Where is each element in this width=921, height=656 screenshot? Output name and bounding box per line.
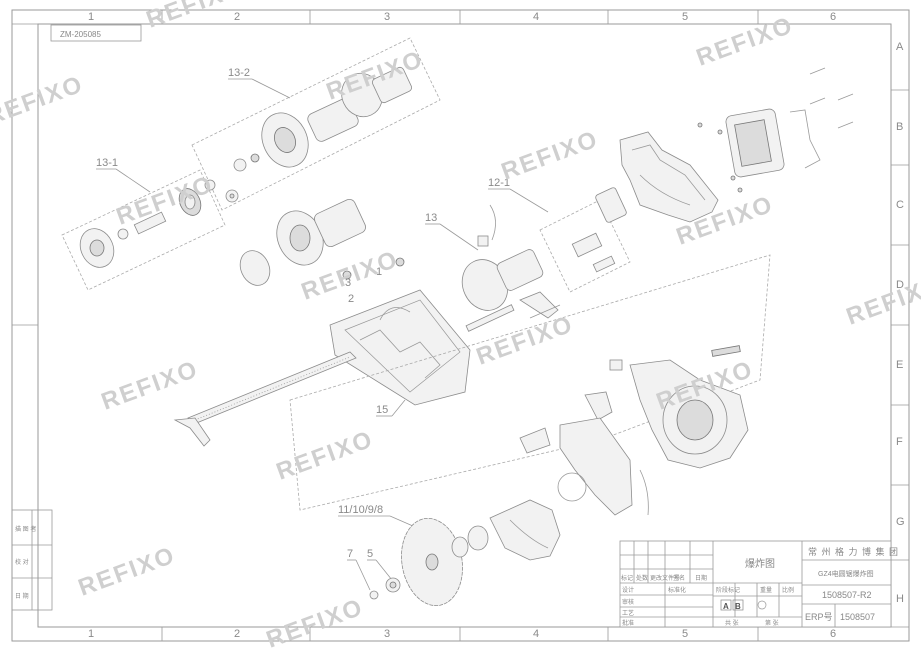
tb-row-label: 设计 (622, 586, 634, 594)
row-letter: E (896, 359, 903, 371)
tb-row-label: 日期 (695, 574, 707, 582)
handle-housing (619, 67, 854, 223)
group-13-1: 13-1 (61, 157, 226, 291)
col-num: 1 (88, 11, 94, 23)
part-label-11-10-9-8: 11/10/9/8 (338, 504, 383, 516)
row-letter: A (896, 41, 904, 53)
row-letter: H (896, 593, 904, 605)
row-letters: A B C D E F G H (896, 41, 905, 605)
tb-col-label: 重量 (760, 586, 772, 594)
group-15-base: 15 1 2 3 (329, 257, 471, 417)
tb-row-label: 更改文件号 (650, 574, 680, 582)
col-num: 5 (682, 628, 688, 640)
tb-row-label: 签名 (673, 574, 685, 582)
col-num: 6 (830, 11, 836, 23)
view-name: 爆炸图 (745, 558, 775, 570)
group-guard (289, 254, 771, 516)
sheet-number: 第 张 (765, 619, 779, 627)
part-label-7: 7 (347, 548, 353, 560)
doc-code-box (50, 24, 142, 42)
scale-mark-b: B (735, 602, 741, 611)
tb-row-label: 标准化 (668, 586, 686, 594)
watermark: REFIXO (75, 542, 179, 602)
row-letter: F (896, 436, 903, 448)
part-label-13-1: 13-1 (96, 157, 118, 169)
group-13-2: 13-2 (191, 37, 441, 211)
screws-top-right (697, 67, 854, 193)
watermark: REFIXO (0, 71, 87, 131)
drawing-number: 1508507-R2 (822, 590, 872, 600)
part-label-5: 5 (367, 548, 373, 560)
product-name: GZ4电圆锯爆炸图 (818, 569, 874, 578)
erp-number: 1508507 (840, 612, 875, 622)
tb-col-label: 阶段标记 (716, 586, 740, 594)
tb-row-label: 工艺 (622, 609, 634, 617)
projection-symbol (757, 600, 767, 610)
part-label-1: 1 (376, 266, 382, 278)
left-table-cell: 校 对 (15, 558, 29, 566)
left-table-cell: 日 期 (15, 592, 29, 600)
group-blade: 11/10/9/8 7 5 (338, 499, 561, 607)
col-num: 4 (533, 628, 539, 640)
col-num: 3 (384, 11, 390, 23)
group-12: 12-1 (477, 177, 631, 293)
outer-frame (11, 9, 910, 642)
tb-row-label: 标记 (621, 574, 633, 582)
row-letter: D (896, 279, 904, 291)
erp-label: ERP号 (805, 612, 833, 622)
part-label-12-1: 12-1 (488, 177, 510, 189)
scale-mark-a: A (723, 602, 729, 611)
col-num: 4 (533, 11, 539, 23)
watermark: REFIXO (273, 426, 377, 486)
row-letter: B (896, 121, 903, 133)
watermark: REFIXO (693, 12, 797, 72)
col-num: 1 (88, 628, 94, 640)
rip-fence (173, 351, 357, 447)
tb-row-label: 批准 (622, 619, 634, 627)
row-letter: G (896, 516, 905, 528)
doc-code: ZM-205085 (60, 30, 101, 39)
tb-row-label: 审核 (622, 598, 634, 606)
watermark: REFIXO (98, 356, 202, 416)
watermark: REFIXO (498, 126, 602, 186)
group-13: 13 (425, 212, 561, 332)
part-label-13: 13 (425, 212, 437, 224)
left-table-cell: 描 图 者 (15, 525, 36, 533)
sheet-count: 共 张 (725, 619, 739, 627)
part-label-3: 3 (345, 277, 351, 289)
watermark: REFIXO (143, 0, 247, 34)
motor-housing-middle (239, 198, 366, 286)
row-ticks (12, 89, 909, 561)
col-num: 6 (830, 628, 836, 640)
column-numbers-bottom: 1 2 3 4 5 6 (88, 628, 836, 640)
col-num: 5 (682, 11, 688, 23)
col-num: 3 (384, 628, 390, 640)
part-label-13-2: 13-2 (228, 67, 250, 79)
column-numbers-top: 1 2 3 4 5 6 (88, 11, 836, 23)
col-num: 2 (234, 628, 240, 640)
part-label-2: 2 (348, 293, 354, 305)
watermark: REFIXO (263, 594, 367, 651)
tb-row-label: 处数 (636, 574, 648, 582)
part-label-15: 15 (376, 404, 388, 416)
title-block: 标记 处数 更改文件号 签名 日期 设计 审核 工艺 批准 标准化 阶段标记 重… (619, 540, 899, 628)
row-letter: C (896, 199, 904, 211)
col-num: 2 (234, 11, 240, 23)
tb-col-label: 比例 (782, 586, 794, 594)
left-signature-table: 描 图 者 校 对 日 期 (11, 509, 53, 611)
column-ticks (161, 10, 759, 641)
company-name: 常 州 格 力 博 集 团 (808, 546, 899, 557)
